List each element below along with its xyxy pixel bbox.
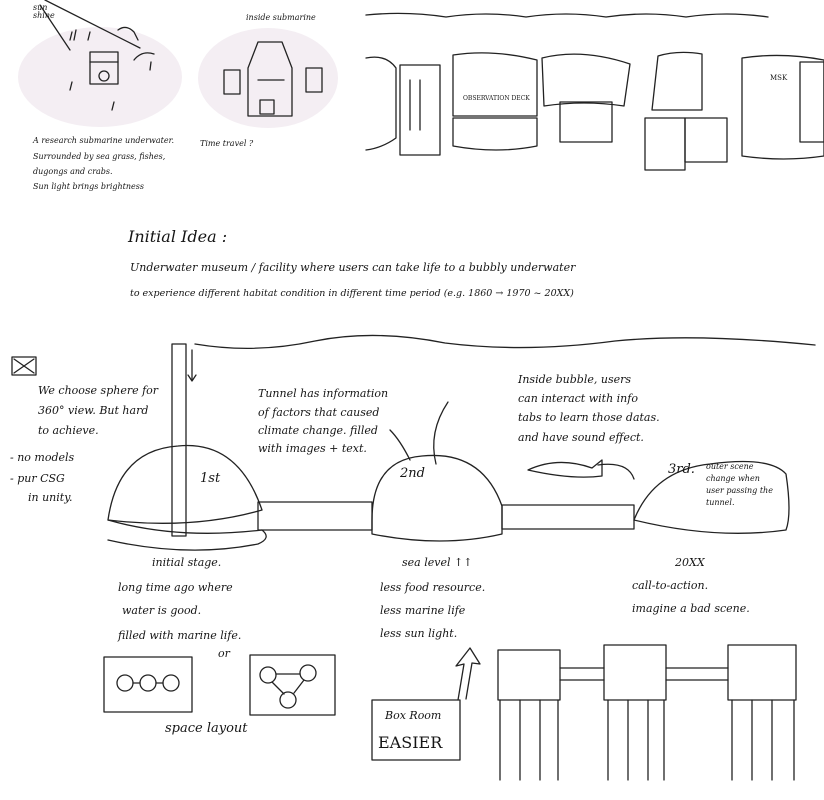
second-stage-text: less sun light. <box>380 627 458 640</box>
caption-line: A research submarine underwater. <box>33 136 175 145</box>
panorama-sketch <box>365 12 824 171</box>
second-stage-text: less food resource. <box>380 581 486 594</box>
museum-section-sketch <box>11 334 816 551</box>
third-note: outer scene <box>706 462 754 471</box>
box-room-label: Box Room <box>385 709 442 722</box>
inside-submarine-sketch <box>198 28 338 128</box>
third-bubble-label: 3rd. <box>668 462 695 477</box>
sun-label: sun shine <box>33 3 55 20</box>
inside-submarine-title: inside submarine <box>246 13 316 22</box>
submarine-underwater-sketch <box>18 0 182 127</box>
idea-line-2: to experience different habitat conditio… <box>130 288 574 299</box>
space-layout-sketch <box>103 654 336 716</box>
issue-note: in unity. <box>28 491 73 504</box>
second-stage-text: sea level ↑↑ <box>402 556 473 569</box>
caption-line: dugongs and crabs. <box>33 167 113 176</box>
first-stage-text: long time ago where <box>118 581 233 594</box>
first-stage-text: water is good. <box>122 604 202 617</box>
third-stage-text: imagine a bad scene. <box>632 602 750 615</box>
caption-line: Sun light brings brightness <box>33 182 144 191</box>
mask-label: MSK <box>770 74 788 82</box>
tunnel-note: Tunnel has information <box>258 387 389 400</box>
time-travel-caption: Time travel ? <box>200 139 254 148</box>
bubble-note: can interact with info <box>518 392 638 405</box>
easier-label: EASIER <box>378 733 443 752</box>
third-stage-text: call-to-action. <box>632 579 709 592</box>
box-room-sketch <box>371 644 797 781</box>
issue-note: - no models <box>10 451 75 464</box>
tunnel-note: climate change. filled <box>258 424 378 437</box>
first-stage-text: filled with marine life. <box>118 629 242 642</box>
or-label: or <box>218 647 230 660</box>
third-note: tunnel. <box>706 498 735 507</box>
bubble-note: tabs to learn those datas. <box>518 411 660 424</box>
first-bubble-label: 1st <box>200 471 221 486</box>
issue-note: - pur CSG <box>10 472 65 485</box>
bubble-note: Inside bubble, users <box>518 373 632 386</box>
space-layout-caption: space layout <box>165 721 248 736</box>
sphere-note: 360° view. But hard <box>38 404 149 417</box>
caption-line: Surrounded by sea grass, fishes, <box>33 152 166 161</box>
third-stage-text: 20XX <box>675 556 705 569</box>
tunnel-note: of factors that caused <box>258 406 380 419</box>
initial-idea-heading: Initial Idea : <box>128 227 228 246</box>
second-bubble-label: 2nd <box>400 466 425 481</box>
sphere-note: We choose sphere for <box>38 384 159 397</box>
sphere-note: to achieve. <box>38 424 99 437</box>
third-note: change when <box>706 474 760 483</box>
second-stage-text: less marine life <box>380 604 466 617</box>
observation-deck-label: OBSERVATION DECK <box>463 95 530 102</box>
first-stage-text: initial stage. <box>152 556 222 569</box>
third-note: user passing the <box>706 486 773 495</box>
bubble-note: and have sound effect. <box>518 431 644 444</box>
idea-line-1: Underwater museum / facility where users… <box>130 261 576 274</box>
tunnel-note: with images + text. <box>258 442 367 455</box>
